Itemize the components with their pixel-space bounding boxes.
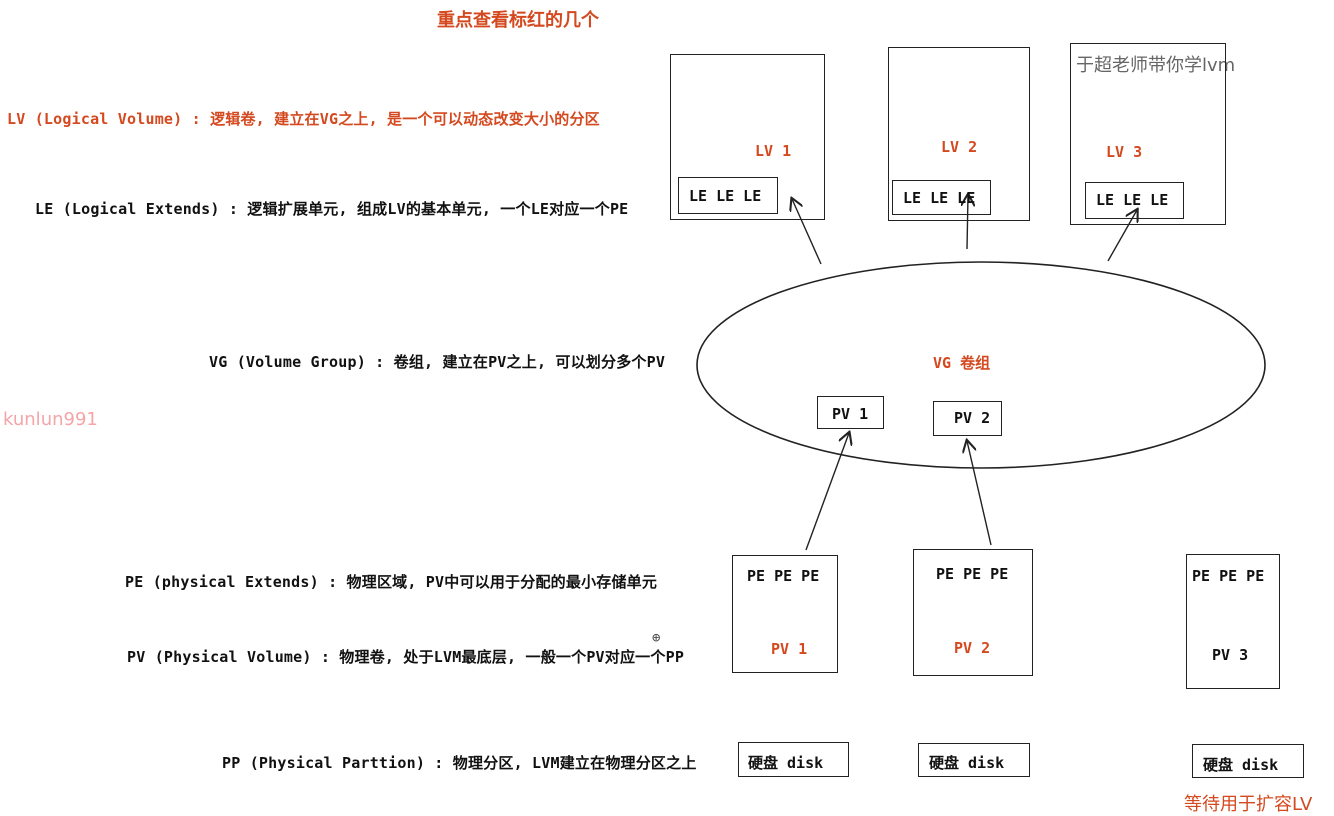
le-label-1: LE LE LE [689,187,762,205]
pv-box-1 [732,555,838,673]
pe-label-2: PE PE PE [936,565,1009,583]
vg-label: VG 卷组 [933,354,991,372]
le-box-1 [678,177,778,214]
pv-box-3 [1186,554,1280,689]
lv-label-3: LV 3 [1106,143,1143,161]
lv-box-1 [670,54,825,220]
lv-box-2 [888,47,1030,221]
zoom-cursor-icon: ⊕ [652,630,661,646]
definition-pp: PP (Physical Parttion) : 物理分区, LVM建立在物理分… [222,754,697,772]
user-watermark: kunlun991 [3,409,98,430]
vg-member-box-1 [817,396,884,429]
pv-label-1: PV 1 [771,640,808,658]
vg-member-label-1: PV 1 [832,405,869,423]
disk-box-1 [738,742,849,777]
le-label-2: LE LE LE [903,189,976,207]
lv-label-2: LV 2 [941,138,978,156]
author-watermark: 于超老师带你学lvm [1076,55,1236,76]
definition-pe: PE (physical Extends) : 物理区域, PV中可以用于分配的… [125,573,658,591]
lv-label-1: LV 1 [755,142,792,160]
pe-label-3: PE PE PE [1192,567,1265,585]
le-box-3 [1085,182,1184,219]
arrow-pv2-to-vg [967,441,992,546]
definition-pv: PV (Physical Volume) : 物理卷, 处于LVM最底层, 一般… [127,648,685,666]
definition-lv: LV (Logical Volume) : 逻辑卷, 建立在VG之上, 是一个可… [7,110,600,128]
disk-box-2 [918,743,1030,777]
pv-label-3: PV 3 [1212,646,1249,664]
lv-box-3 [1070,43,1226,225]
disk-box-3 [1192,744,1304,778]
vg-member-box-2 [933,401,1002,436]
disk-label-3: 硬盘 disk [1203,756,1279,774]
pe-label-1: PE PE PE [747,567,820,585]
page-title: 重点查看标红的几个 [437,10,599,31]
pv-label-2: PV 2 [954,639,991,657]
arrow-vg-to-lv1 [792,199,822,265]
pv-box-2 [913,549,1033,676]
arrow-pv1-to-vg [805,433,849,551]
le-label-3: LE LE LE [1096,191,1169,209]
definition-vg: VG (Volume Group) : 卷组, 建立在PV之上, 可以划分多个P… [209,353,666,371]
definition-le: LE (Logical Extends) : 逻辑扩展单元, 组成LV的基本单元… [35,200,629,218]
reserved-pv-note: 等待用于扩容LV [1184,794,1313,815]
vg-member-label-2: PV 2 [954,409,991,427]
vg-ellipse [696,261,1266,469]
disk-label-2: 硬盘 disk [929,754,1005,772]
le-box-2 [892,180,991,215]
arrow-vg-to-lv2 [967,195,968,250]
disk-label-1: 硬盘 disk [748,754,824,772]
